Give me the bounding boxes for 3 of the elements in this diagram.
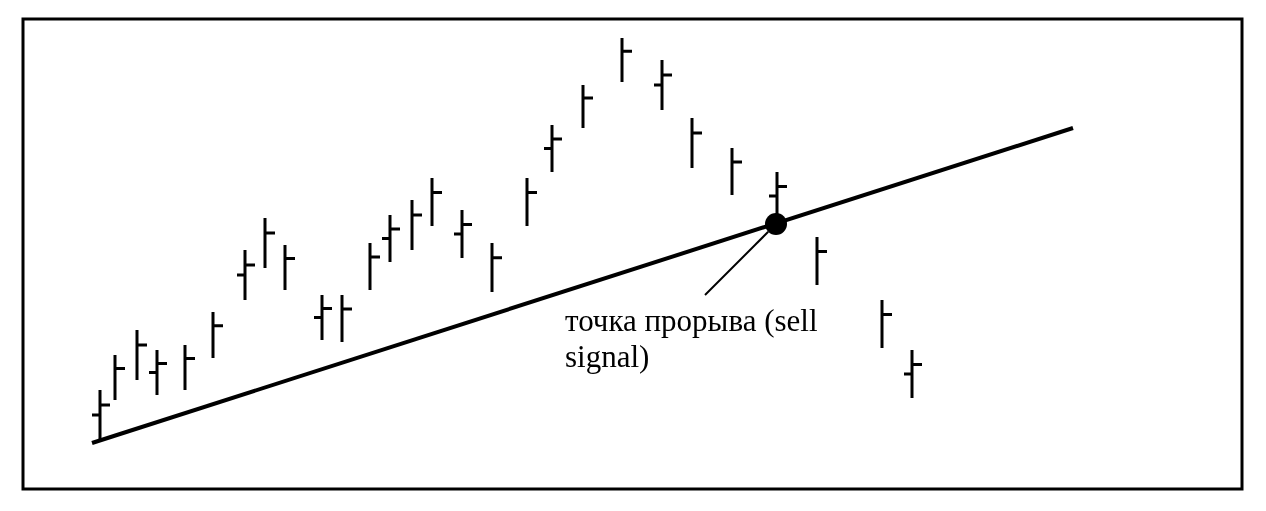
callout-text: точка прорыва (sell signal) xyxy=(565,303,845,375)
leader-line xyxy=(704,230,770,296)
breakout-dot xyxy=(765,213,787,235)
